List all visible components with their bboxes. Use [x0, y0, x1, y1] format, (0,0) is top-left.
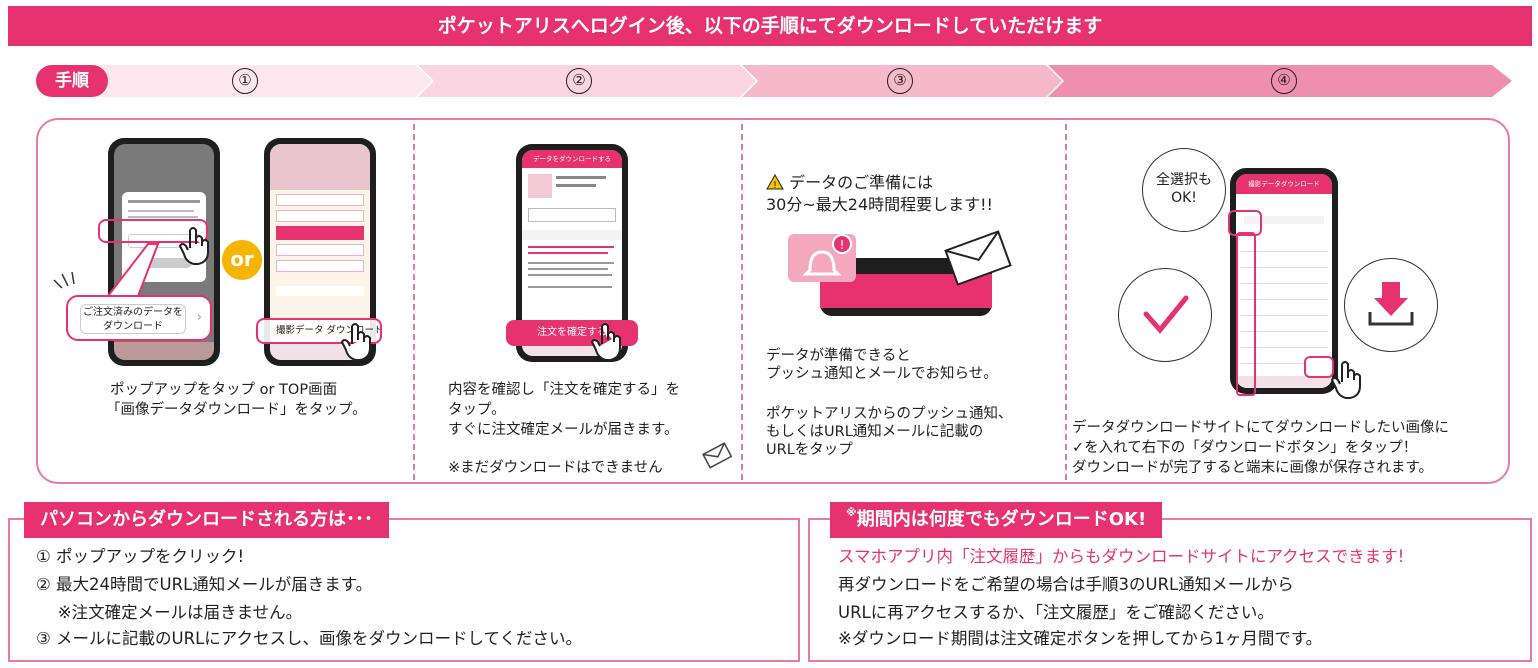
svg-text:!: ! [773, 180, 777, 190]
period-line-2: URLに再アクセスするか、「注文履歴」をご確認ください。 [838, 603, 1274, 622]
period-section-title: ※期間内は何度でもダウンロードOK! [830, 502, 1163, 538]
step2-caption-1: 内容を確認し「注文を確定する」を [448, 382, 680, 398]
file-list [1240, 236, 1328, 376]
step2-phone-header: データをダウンロードする [522, 150, 622, 168]
step-divider [1065, 124, 1067, 480]
step3-notice: ! データのご準備には [766, 172, 933, 194]
checkbox-column-highlight[interactable] [1236, 232, 1256, 396]
step-divider [741, 124, 743, 480]
mail-icon [944, 230, 1012, 286]
step-number-2: ② [566, 68, 592, 94]
popup-button-zoom[interactable]: ご注文済みのデータを ダウンロード › [66, 295, 212, 341]
step3-caption-2: プッシュ通知とメールでお知らせ。 [766, 366, 998, 382]
pc-line-3: ※注文確定メールは届きません。 [36, 603, 303, 622]
step3-notice-line-2: 30分~最大24時間程要します!! [766, 195, 993, 214]
pc-line-4: ③ メールに記載のURLにアクセスし、画像をダウンロードしてください。 [36, 629, 582, 648]
mail-icon [702, 442, 732, 469]
period-title-text: 期間内は何度でもダウンロードOK! [856, 509, 1147, 530]
step-number-3: ③ [887, 68, 913, 94]
header-banner: ポケットアリスへログイン後、以下の手順にてダウンロードしていただけます [8, 6, 1532, 46]
step1-caption-2: 「画像データダウンロード」をタップ。 [106, 402, 367, 418]
step-divider [413, 124, 415, 480]
svg-text:!: ! [840, 238, 845, 252]
steps-panel [36, 118, 1510, 484]
note-mark: ※ [846, 506, 857, 519]
download-button-highlight[interactable] [1304, 356, 1334, 378]
bubble-line-2: OK! [1171, 190, 1197, 206]
steps-label: 手順 [36, 65, 108, 97]
step1-caption-1: ポップアップをタップ or TOP画面 [110, 382, 338, 398]
step4-phone-header: 撮影データダウンロード [1236, 174, 1332, 194]
step2-caption-note: ※まだダウンロードはできません [448, 460, 663, 476]
checkmark-circle [1118, 268, 1212, 362]
period-box [808, 518, 1532, 662]
step2-caption-3: すぐに注文確定メールが届きます。 [448, 422, 679, 438]
thumbnail [528, 174, 552, 198]
tap-hand-icon [341, 323, 371, 361]
pc-line-2: ② 最大24時間でURL通知メールが届きます。 [36, 575, 373, 594]
step3-caption-6: URLをタップ [766, 442, 853, 458]
chevron-right-icon: › [196, 310, 202, 325]
warning-icon: ! [766, 173, 784, 191]
step4-caption-1: データダウンロードサイトにてダウンロードしたい画像に [1072, 420, 1449, 436]
step3-illustration: ! [788, 230, 1012, 316]
checkmark-icon [1143, 295, 1189, 334]
period-line-1: 再ダウンロードをご希望の場合は手順3のURL通知メールから [838, 575, 1294, 594]
select-all-bubble: 全選択も OK! [1142, 148, 1226, 232]
bubble-line-1: 全選択も [1156, 172, 1212, 188]
step4-caption-2: ✓を入れて右下の「ダウンロードボタン」をタップ！ [1072, 440, 1418, 456]
step3-notice-line-1: データのご準備には [789, 173, 934, 192]
header-title: ポケットアリスへログイン後、以下の手順にてダウンロードしていただけます [437, 15, 1103, 37]
step3-caption-1: データが準備できると [766, 348, 911, 364]
period-highlight: スマホアプリ内「注文履歴」からもダウンロードサイトにアクセスできます! [838, 547, 1405, 566]
period-line-3: ※ダウンロード期間は注文確定ボタンを押してから1ヶ月間です。 [838, 629, 1323, 648]
step4-phone: 撮影データダウンロード [1230, 168, 1338, 394]
step2-caption-2: タップ。 [448, 402, 506, 418]
popup-button-label: ご注文済みのデータを ダウンロード [80, 304, 186, 334]
download-icon [1368, 282, 1414, 326]
top-photo [270, 144, 370, 190]
tap-hand-icon [179, 227, 209, 265]
step4-caption-3: ダウンロードが完了すると端末に画像が保存されます。 [1072, 460, 1434, 476]
tap-hand-icon [1331, 361, 1361, 399]
step-number-4: ④ [1271, 68, 1297, 94]
pc-download-box [8, 518, 800, 662]
select-all-highlight[interactable] [1228, 210, 1262, 236]
steps-bar: 手順 ① ② ③ ④ [36, 65, 1512, 97]
download-circle [1344, 258, 1438, 352]
popup-highlight [98, 219, 208, 243]
step-number-1: ① [232, 68, 258, 94]
pc-section-title: パソコンからダウンロードされる方は･･･ [24, 502, 389, 538]
tap-hand-icon [591, 323, 621, 361]
tab-bar [1236, 376, 1332, 388]
step3-caption-4: ポケットアリスからのプッシュ通知、 [766, 406, 1013, 422]
pc-line-1: ① ポップアップをクリック! [36, 547, 245, 566]
step3-caption-5: もしくはURL通知メールに記載の [766, 424, 984, 440]
tab-bar [114, 342, 214, 360]
or-badge: or [222, 240, 262, 280]
